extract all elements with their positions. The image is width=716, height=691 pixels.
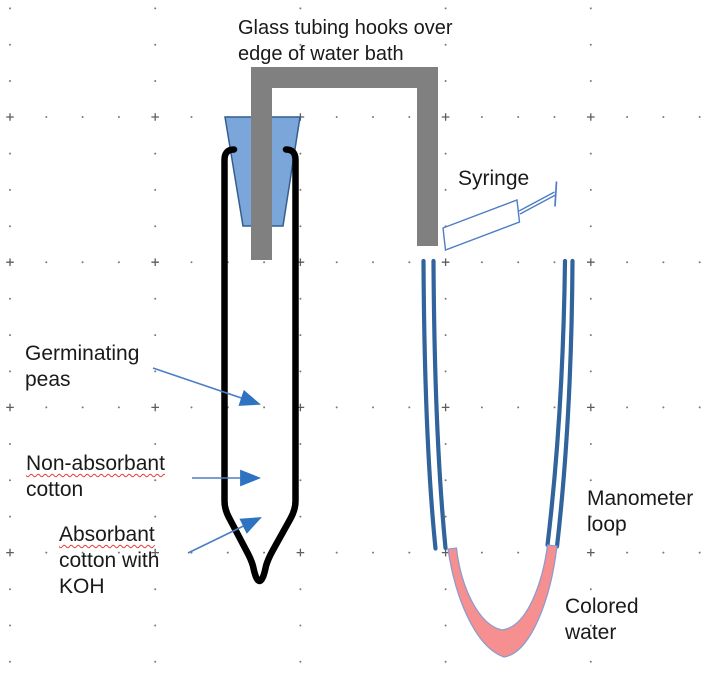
label-colored-water: Colored water bbox=[565, 594, 639, 646]
label-line: Germinating bbox=[25, 342, 140, 365]
syringe-plunger-handle bbox=[554, 181, 558, 207]
label-absorbant-cotton-koh: Absorbant cotton with KOH bbox=[59, 522, 159, 600]
label-non-absorbant-cotton: Non-absorbant cotton bbox=[26, 451, 165, 503]
germinating-peas-arrow bbox=[152, 367, 261, 406]
absorbant-cotton-arrow bbox=[187, 517, 262, 554]
label-line: KOH bbox=[59, 575, 105, 598]
label-manometer-loop: Manometer loop bbox=[587, 486, 693, 538]
label-line: peas bbox=[25, 368, 71, 391]
label-line: Syringe bbox=[458, 167, 530, 190]
label-line: loop bbox=[587, 513, 627, 536]
label-line: Absorbant bbox=[59, 523, 155, 546]
label-line: Colored bbox=[565, 595, 639, 618]
glass-tubing-hook bbox=[251, 67, 438, 260]
title-line: edge of water bath bbox=[238, 43, 404, 65]
manometer-left-inner-line bbox=[431, 258, 448, 551]
label-syringe: Syringe bbox=[458, 166, 529, 192]
syringe-icon bbox=[442, 181, 558, 251]
label-line: Non-absorbant bbox=[26, 452, 165, 475]
tubing-right-vertical bbox=[417, 67, 438, 246]
diagram-title: Glass tubing hooks over edge of water ba… bbox=[238, 15, 453, 67]
label-line: cotton with bbox=[59, 549, 160, 572]
label-line: Manometer bbox=[587, 487, 694, 510]
tubing-left-vertical bbox=[251, 67, 272, 260]
colored-water-shape bbox=[447, 544, 558, 658]
manometer-left-outer-line bbox=[421, 258, 438, 551]
label-line: water bbox=[565, 621, 617, 644]
syringe-plunger-rod bbox=[518, 191, 556, 215]
title-line: Glass tubing hooks over bbox=[238, 17, 453, 39]
label-germinating-peas: Germinating peas bbox=[25, 341, 139, 393]
test-tube bbox=[221, 146, 299, 585]
manometer-right-outer-line bbox=[554, 258, 575, 549]
syringe-body bbox=[442, 199, 521, 251]
label-line: cotton bbox=[26, 478, 84, 501]
manometer-right-inner-line bbox=[545, 258, 568, 548]
tubing-top-horizontal bbox=[251, 67, 438, 88]
manometer-loop-tube bbox=[421, 258, 575, 551]
